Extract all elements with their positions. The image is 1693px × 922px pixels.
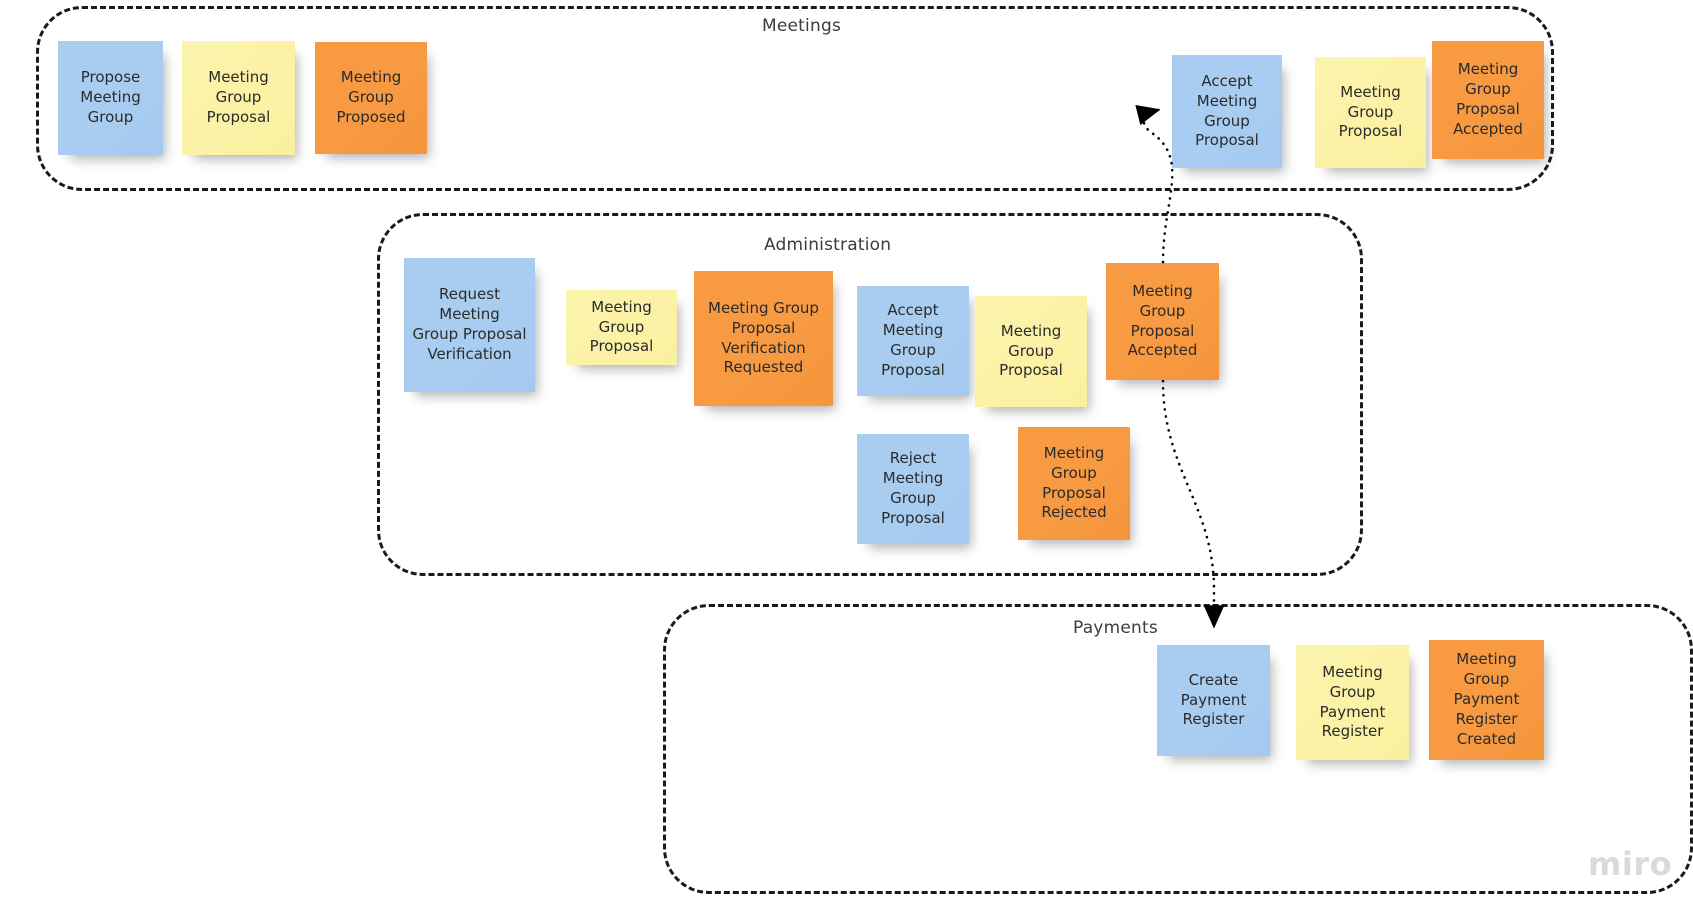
sticky-note-create-payment-register[interactable]: Create Payment Register xyxy=(1157,645,1270,756)
sticky-note-meeting-group-proposal-accepted-meetings[interactable]: Meeting Group Proposal Accepted xyxy=(1432,41,1544,159)
sticky-note-accept-meeting-group-proposal-meetings[interactable]: Accept Meeting Group Proposal xyxy=(1172,55,1282,168)
sticky-note-reject-meeting-group-proposal[interactable]: Reject Meeting Group Proposal xyxy=(857,434,969,544)
sticky-note-meeting-group-proposal-verification-requested[interactable]: Meeting Group Proposal Verification Requ… xyxy=(694,271,833,406)
sticky-note-meeting-group-payment-register[interactable]: Meeting Group Payment Register xyxy=(1296,645,1409,760)
sticky-note-meeting-group-proposal-admin-1[interactable]: Meeting Group Proposal xyxy=(566,290,677,365)
context-box-meetings xyxy=(36,6,1554,191)
context-title-meetings: Meetings xyxy=(752,16,851,36)
sticky-note-meeting-group-proposal-meetings[interactable]: Meeting Group Proposal xyxy=(182,41,295,155)
context-title-payments: Payments xyxy=(1063,618,1168,638)
miro-watermark: miro xyxy=(1588,845,1673,883)
sticky-note-meeting-group-proposed[interactable]: Meeting Group Proposed xyxy=(315,42,427,154)
sticky-note-meeting-group-proposal-accepted-admin[interactable]: Meeting Group Proposal Accepted xyxy=(1106,263,1219,380)
context-title-administration: Administration xyxy=(754,235,902,255)
sticky-note-meeting-group-proposal-admin-2[interactable]: Meeting Group Proposal xyxy=(975,296,1087,407)
sticky-note-meeting-group-payment-register-created[interactable]: Meeting Group Payment Register Created xyxy=(1429,640,1544,760)
context-box-administration xyxy=(377,213,1363,576)
sticky-note-propose-meeting-group[interactable]: Propose Meeting Group xyxy=(58,41,163,155)
sticky-note-meeting-group-proposal-meetings-2[interactable]: Meeting Group Proposal xyxy=(1315,57,1426,168)
sticky-note-request-meeting-group-proposal-verification[interactable]: Request Meeting Group Proposal Verificat… xyxy=(404,258,535,392)
sticky-note-meeting-group-proposal-rejected[interactable]: Meeting Group Proposal Rejected xyxy=(1018,427,1130,540)
sticky-note-accept-meeting-group-proposal-admin[interactable]: Accept Meeting Group Proposal xyxy=(857,286,969,396)
